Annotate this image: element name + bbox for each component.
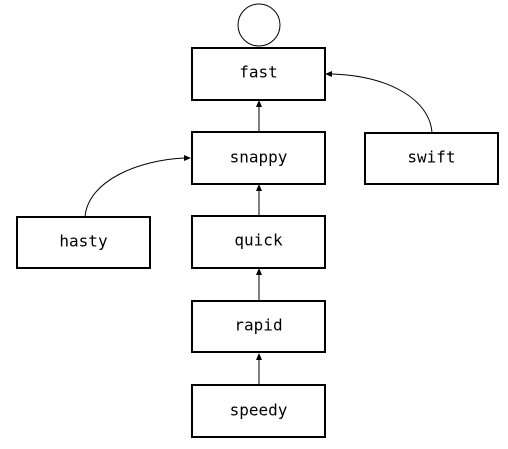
edge-rapid-to-quick — [256, 268, 262, 301]
node-snappy: snappy — [191, 131, 326, 185]
arrowhead — [256, 100, 262, 107]
node-label: speedy — [230, 401, 288, 420]
edge-fast-self-loop — [237, 3, 281, 47]
node-label: swift — [407, 148, 455, 167]
node-rapid: rapid — [191, 300, 326, 353]
node-label: hasty — [59, 232, 108, 251]
edge-hasty-to-snappy — [84, 155, 191, 218]
node-fast: fast — [191, 47, 326, 101]
node-label: snappy — [230, 148, 288, 167]
node-swift: swift — [364, 132, 499, 185]
edge-speedy-to-rapid — [256, 353, 262, 385]
node-hasty: hasty — [16, 216, 151, 269]
edge-quick-to-snappy — [256, 184, 262, 216]
arrowhead — [256, 184, 262, 191]
node-label: fast — [239, 63, 278, 82]
node-label: rapid — [234, 316, 282, 335]
node-label: quick — [234, 231, 283, 250]
arrowhead — [325, 71, 332, 77]
edge-swift-to-fast — [325, 71, 433, 134]
arrowhead — [256, 268, 262, 275]
node-quick: quick — [191, 215, 326, 269]
edge-snappy-to-fast — [256, 100, 262, 132]
arrowhead — [256, 353, 262, 360]
node-speedy: speedy — [191, 384, 326, 438]
arrowhead — [184, 155, 191, 161]
